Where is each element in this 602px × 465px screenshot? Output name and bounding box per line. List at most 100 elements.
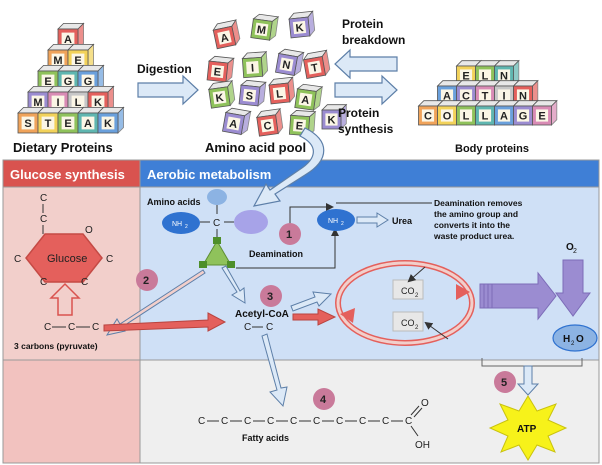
cube-letter: E: [538, 111, 545, 123]
note-line: converts it into the: [434, 220, 510, 230]
cube-letter: G: [519, 111, 528, 123]
glucose-molecule: Glucose C C O C C C C C: [14, 193, 113, 288]
cube-letter: L: [276, 88, 284, 101]
letter-cube: K: [321, 103, 348, 130]
cube-letter: A: [64, 34, 72, 46]
nh2-label: NH: [172, 221, 182, 228]
cube-letter: A: [84, 118, 92, 130]
glucose-header-bar: [2, 159, 141, 188]
cube-letter: I: [251, 62, 255, 74]
h2o-h: H: [563, 334, 570, 345]
cube-letter: C: [424, 111, 432, 123]
letter-cube: T: [302, 49, 331, 79]
synthesis-label-1: Protein: [338, 106, 379, 120]
pool-to-amino-arrow: [252, 127, 325, 207]
fatty-carbon: C: [244, 416, 251, 427]
aerobic-header-bar: [139, 159, 600, 188]
cube-letter: G: [64, 76, 73, 88]
cube-letter: A: [220, 32, 230, 45]
cube-letter: E: [295, 120, 303, 132]
removed-nh2-label: NH: [328, 218, 338, 225]
cube-letter: N: [500, 71, 508, 83]
letter-cube: E: [57, 106, 85, 134]
breakdown-label-2: breakdown: [342, 33, 405, 47]
cube-letter: T: [482, 91, 489, 103]
step-4-circle: [313, 388, 335, 410]
cube-letter: K: [295, 22, 304, 35]
glucose-atom: C: [40, 214, 47, 225]
cube-letter: G: [84, 76, 93, 88]
step-2-circle: [136, 269, 158, 291]
cube-letter: C: [263, 120, 273, 133]
water-output: H 2 O: [552, 324, 598, 352]
fatty-carbon: C: [313, 416, 320, 427]
cube-letter: K: [94, 97, 102, 109]
nh2-group: [162, 212, 200, 234]
note-line: waste product urea.: [433, 231, 514, 241]
cube-letter: A: [500, 111, 508, 123]
cube-letter: K: [104, 118, 112, 130]
note-line: the amino group and: [434, 209, 518, 219]
acetyl-atom: C: [244, 322, 251, 333]
co2-sub: 2: [415, 325, 419, 331]
step-5-circle: [494, 371, 516, 393]
fatty-carbon: C: [267, 416, 274, 427]
removed-nh2-sub: 2: [341, 221, 344, 227]
urea-label: Urea: [392, 216, 413, 226]
co2-label: CO: [401, 318, 415, 328]
acetyl-to-cycle-arrows: [290, 291, 337, 326]
letter-cube: E: [531, 99, 558, 126]
fatty-carbon: C: [336, 416, 343, 427]
synthesis-label-2: synthesis: [338, 122, 394, 136]
aerobic-header: Aerobic metabolism: [147, 167, 271, 182]
oxygen-input: O 2: [555, 242, 591, 317]
letter-cube: S: [238, 79, 267, 107]
cube-letter: K: [328, 115, 336, 127]
cube-letter: S: [24, 118, 31, 130]
co2-box: [392, 311, 424, 332]
step-3-circle: [260, 285, 282, 307]
fatty-carbon: C: [198, 416, 205, 427]
hydroxyl-group: OH: [415, 440, 430, 451]
alpha-carbon: C: [213, 218, 220, 229]
fatty-carbon: C: [221, 416, 228, 427]
pyruvate: C C C 3 carbons (pyruvate): [14, 322, 99, 351]
cube-letter: C: [462, 91, 470, 103]
h2o-sub: 2: [571, 341, 575, 347]
letter-cube: A: [212, 18, 241, 50]
pyruvate-atom: C: [92, 322, 99, 333]
side-chain-blob: [207, 189, 227, 205]
atp-star: ATP: [488, 395, 568, 461]
pyruvate-to-glucose-arrow: [49, 282, 81, 316]
cube-letter: L: [463, 111, 470, 123]
fatty-carbon: C: [359, 416, 366, 427]
letter-cube: L: [268, 76, 296, 105]
acetyl-to-fatty-arrow: 4: [261, 333, 335, 410]
digestion-label: Digestion: [137, 62, 192, 76]
cube-letter: E: [213, 66, 222, 79]
breakdown-label-1: Protein: [342, 17, 383, 31]
letter-cube: N: [275, 48, 305, 77]
cube-letter: S: [245, 90, 254, 103]
cube-letter: L: [482, 111, 489, 123]
letter-cube: E: [206, 55, 235, 83]
cube-letter: I: [56, 97, 59, 109]
glucose-hexagon: [25, 233, 103, 283]
co2-label: CO: [401, 286, 415, 296]
pyruvate-atom: C: [44, 322, 51, 333]
carbonyl-oxygen: O: [421, 398, 429, 409]
citric-acid-cycle: CO 2 CO 2: [335, 260, 475, 346]
cube-letter: K: [215, 92, 225, 105]
cube-letter: M: [33, 97, 42, 109]
cube-letter: A: [443, 91, 451, 103]
letter-cube: A: [57, 22, 85, 50]
glucose-atom: O: [85, 225, 93, 236]
deamination-label: Deamination: [249, 249, 303, 259]
dietary-proteins-label: Dietary Proteins: [13, 140, 113, 155]
step-3-label: 3: [267, 291, 273, 303]
deamination-path: Deamination 1: [236, 203, 339, 269]
cube-letter: T: [45, 118, 52, 130]
